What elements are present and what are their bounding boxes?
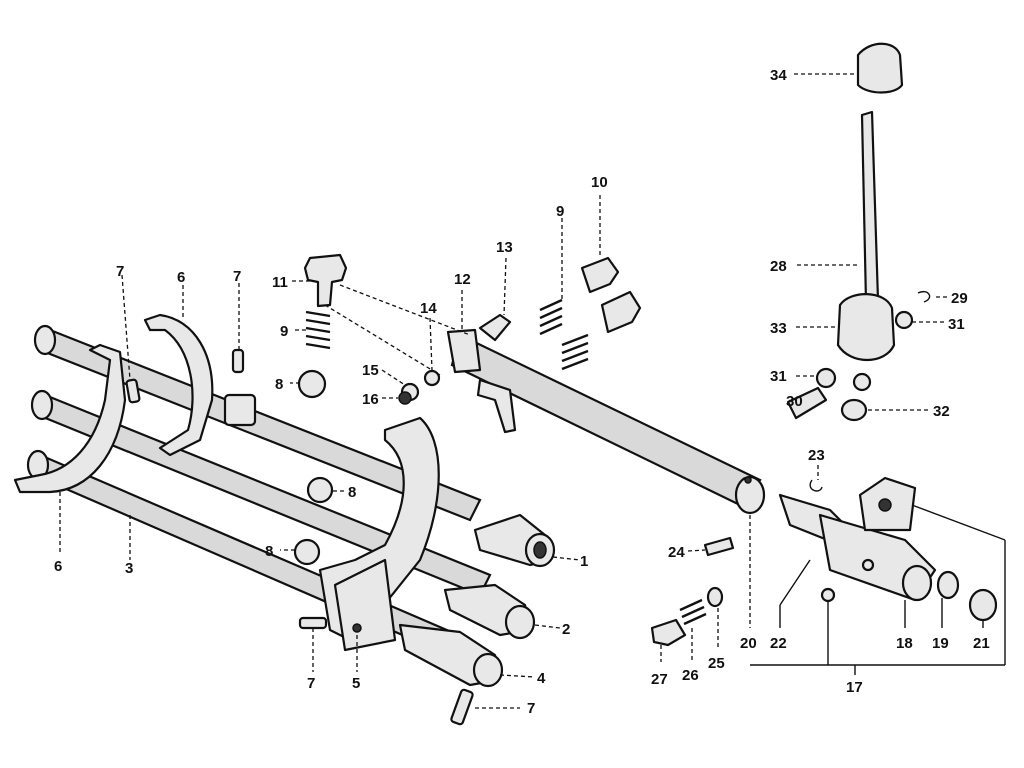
housing-bore xyxy=(901,564,933,602)
shift-fork-upper xyxy=(143,313,214,457)
label-8-lower: 8 xyxy=(265,543,273,560)
screw-head-17 xyxy=(820,587,836,603)
cap-21 xyxy=(968,588,998,622)
label-33: 33 xyxy=(770,320,787,337)
label-32: 32 xyxy=(933,403,950,420)
nut-16 xyxy=(398,391,412,405)
pin-upper-right xyxy=(231,348,245,374)
lever-ball xyxy=(852,372,872,392)
bushing-31-lower xyxy=(815,367,837,389)
label-10: 10 xyxy=(591,174,608,191)
shift-lever-arm xyxy=(476,378,517,434)
check-ball-middle xyxy=(306,476,334,504)
plug-10-upper xyxy=(580,256,620,294)
main-shift-rod xyxy=(450,333,762,507)
label-21: 21 xyxy=(973,635,990,652)
bracket-2 xyxy=(443,583,536,640)
leader-lines xyxy=(59,73,1006,709)
fork-boss-upper xyxy=(223,393,257,427)
label-9-right: 9 xyxy=(556,203,564,220)
label-7-bottom: 7 xyxy=(527,700,535,717)
label-8-middle: 8 xyxy=(348,484,356,501)
label-30: 30 xyxy=(786,393,803,410)
label-4: 4 xyxy=(537,670,546,687)
label-12: 12 xyxy=(454,271,471,288)
label-5: 5 xyxy=(352,675,360,692)
spring-9-left xyxy=(305,310,331,350)
shift-knob-34 xyxy=(856,42,904,94)
check-ball-lower xyxy=(293,538,321,566)
pin-13 xyxy=(478,313,512,342)
label-14: 14 xyxy=(420,300,437,317)
bolt-27 xyxy=(650,618,687,647)
label-22: 22 xyxy=(770,635,787,652)
label-28: 28 xyxy=(770,258,787,275)
pin-24 xyxy=(703,536,735,557)
fork-rod-middle-end xyxy=(30,389,54,421)
clip-29 xyxy=(917,291,931,303)
fork-hub xyxy=(333,558,397,652)
collar-32 xyxy=(840,398,868,422)
label-29: 29 xyxy=(951,290,968,307)
label-6-upper: 6 xyxy=(177,269,185,286)
bushing-31-upper xyxy=(894,310,914,330)
plug-10-lower xyxy=(600,290,642,334)
label-7-upper-right: 7 xyxy=(233,268,241,285)
shift-fork-left xyxy=(13,343,127,494)
label-3: 3 xyxy=(125,560,133,577)
label-7-upper-left: 7 xyxy=(116,263,124,280)
spring-9-right-lower xyxy=(561,333,589,371)
main-rod-hole xyxy=(744,476,752,484)
label-31-right: 31 xyxy=(948,316,965,333)
fork-rod-upper-end xyxy=(33,324,57,356)
label-1: 1 xyxy=(580,553,588,570)
label-7-lower: 7 xyxy=(307,675,315,692)
pin-upper-left xyxy=(125,378,141,404)
label-18: 18 xyxy=(896,635,913,652)
washer-14 xyxy=(423,369,441,387)
label-34: 34 xyxy=(770,67,787,84)
shift-lever-28 xyxy=(860,110,880,304)
label-11: 11 xyxy=(272,274,288,291)
plug-11 xyxy=(303,253,348,308)
label-23: 23 xyxy=(808,447,825,464)
label-19: 19 xyxy=(932,635,949,652)
label-2: 2 xyxy=(562,621,570,638)
fork-lock-pin-hole xyxy=(352,623,362,633)
bolt-30 xyxy=(786,386,828,420)
label-20: 20 xyxy=(740,635,757,652)
label-13: 13 xyxy=(496,239,513,256)
bracket-1 xyxy=(473,513,556,568)
label-15: 15 xyxy=(362,362,379,379)
label-27: 27 xyxy=(651,671,668,688)
housing-plug xyxy=(861,558,875,572)
label-26: 26 xyxy=(682,667,699,684)
check-ball-top xyxy=(297,369,327,399)
label-25: 25 xyxy=(708,655,725,672)
clip-23 xyxy=(809,479,823,492)
bracket-4 xyxy=(398,623,504,688)
label-9-left: 9 xyxy=(280,323,288,340)
label-16: 16 xyxy=(362,391,379,408)
label-8-top: 8 xyxy=(275,376,283,393)
bracket-hole xyxy=(878,498,892,512)
pin-bottom xyxy=(450,688,474,726)
label-6-lower: 6 xyxy=(54,558,62,575)
spring-9-right-upper xyxy=(539,298,563,336)
shift-lever-boss xyxy=(446,328,482,374)
label-31-left: 31 xyxy=(770,368,787,385)
label-17: 17 xyxy=(846,679,863,696)
label-24: 24 xyxy=(668,544,685,561)
seal-19 xyxy=(936,570,960,600)
part-labels: 1 2 3 4 5 6 6 7 7 7 7 8 8 8 9 9 10 11 12… xyxy=(54,67,990,717)
pin-lower xyxy=(298,616,328,630)
lever-boot-33 xyxy=(836,293,896,361)
plug-25 xyxy=(706,586,724,608)
spring-26 xyxy=(679,598,707,626)
